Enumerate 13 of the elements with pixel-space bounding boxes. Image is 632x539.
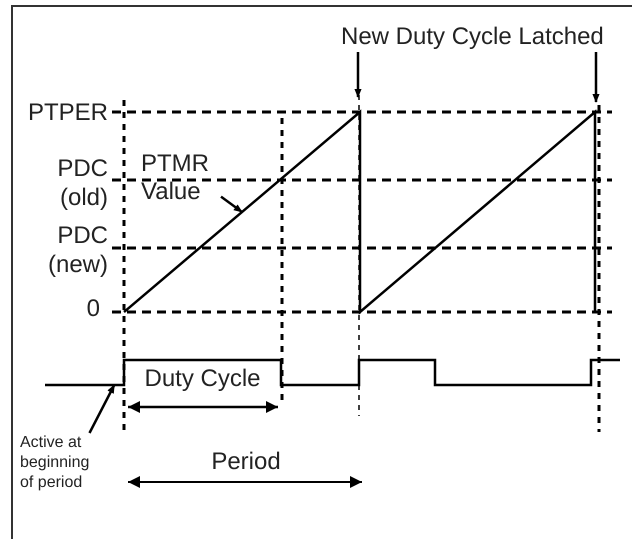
axis-label: PDC (new) [46,221,108,279]
axis-label: PDC (old) [56,154,108,212]
axis-label: PTPER [26,98,108,127]
annotation-text: Active at beginning of period [20,433,102,493]
arrow [88,384,116,434]
dimension-label: Period [210,447,282,476]
annotation-text: PTMR Value [141,150,221,206]
leader-arrow [220,196,243,213]
axis-label: 0 [86,294,100,323]
leader-arrow [592,52,600,103]
leader-arrow [354,52,362,98]
annotation-text: New Duty Cycle Latched [341,22,631,52]
dimension-label: Duty Cycle [143,364,262,393]
